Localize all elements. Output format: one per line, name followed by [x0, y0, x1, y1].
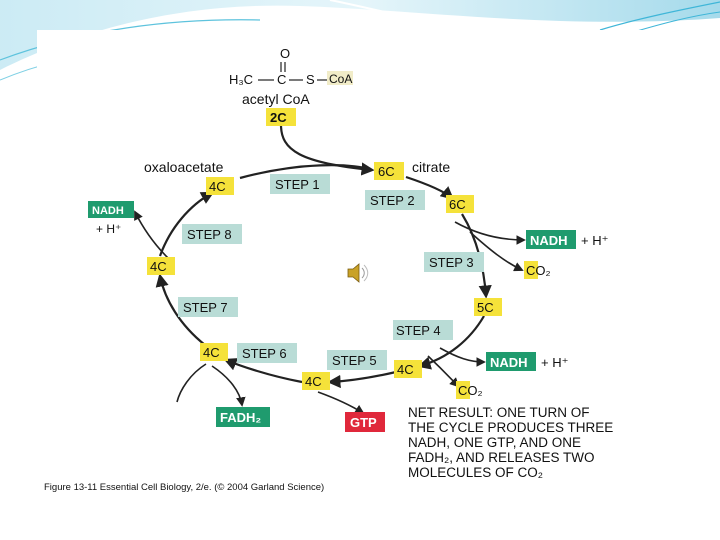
h-ion-step-4: + H⁺: [541, 355, 568, 370]
citrate-carbons: 6C: [378, 164, 395, 179]
nadh-step-4: NADH: [490, 355, 528, 370]
carbonyl-carbon: C: [277, 72, 286, 87]
gtp-product: GTP: [350, 415, 377, 430]
net-result-line-2: THE CYCLE PRODUCES THREE: [408, 420, 613, 435]
net-result-line-4: FADH₂, AND RELEASES TWO: [408, 450, 595, 465]
step-boxes: STEP 1 STEP 2 STEP 3 STEP 4 STEP 5 STEP …: [178, 174, 484, 370]
oxygen-atom: O: [280, 46, 290, 61]
net-result-block: NET RESULT: ONE TURN OF THE CYCLE PRODUC…: [408, 405, 613, 480]
fumarate-carbons: 4C: [203, 345, 220, 360]
speaker-icon[interactable]: [347, 263, 369, 283]
fadh2-product: FADH₂: [220, 410, 261, 425]
step-3-label: STEP 3: [429, 255, 474, 270]
co2-step-3: CO₂: [526, 263, 551, 278]
acetyl-coa-structure: O H₃C C S CoA acetyl CoA: [229, 46, 353, 107]
acetyl-carbons: 2C: [270, 110, 287, 125]
isocitrate-carbons: 6C: [449, 197, 466, 212]
malate-carbons: 4C: [150, 259, 167, 274]
step-1-label: STEP 1: [275, 177, 320, 192]
h-ion-step-3: + H⁺: [581, 233, 608, 248]
citrate-label: citrate: [412, 159, 450, 175]
sulfur-atom: S: [306, 72, 315, 87]
step-7-label: STEP 7: [183, 300, 228, 315]
step-8-label: STEP 8: [187, 227, 232, 242]
acetyl-coa-label: acetyl CoA: [242, 91, 310, 107]
nadh-step-3: NADH: [530, 233, 568, 248]
step-5-label: STEP 5: [332, 353, 377, 368]
ketoglutarate-carbons: 5C: [477, 300, 494, 315]
cycle-arrows: [134, 124, 526, 415]
net-result-line-5: MOLECULES OF CO₂: [408, 465, 543, 480]
net-result-line-3: NADH, ONE GTP, AND ONE: [408, 435, 581, 450]
co2-step-4: CO₂: [458, 383, 483, 398]
oxaloacetate-carbons: 4C: [209, 179, 226, 194]
methyl-group: H₃C: [229, 72, 253, 87]
figure-caption: Figure 13-11 Essential Cell Biology, 2/e…: [44, 482, 324, 493]
succinate-carbons: 4C: [305, 374, 322, 389]
step-6-label: STEP 6: [242, 346, 287, 361]
oxaloacetate-label: oxaloacetate: [144, 159, 224, 175]
h-ion-step-8: + H⁺: [96, 222, 121, 236]
net-result-line-1: NET RESULT: ONE TURN OF: [408, 405, 590, 420]
products: NADH + H⁺ CO₂ NADH + H⁺ CO₂ GTP FADH₂ NA…: [88, 201, 608, 432]
step-4-label: STEP 4: [396, 323, 441, 338]
nadh-step-8: NADH: [92, 205, 124, 217]
carbon-boxes: 2C 6C 6C 5C 4C 4C 4C 4C 4C: [147, 108, 502, 390]
step-2-label: STEP 2: [370, 193, 415, 208]
coa-group: CoA: [329, 72, 352, 86]
succinyl-carbons: 4C: [397, 362, 414, 377]
